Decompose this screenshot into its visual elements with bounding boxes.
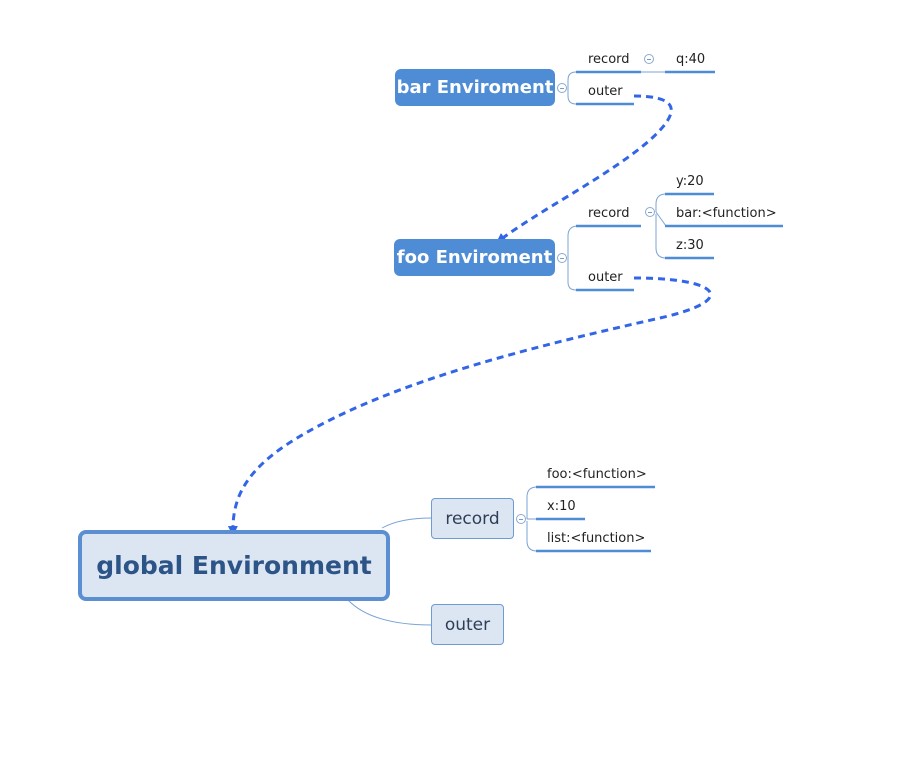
bar-record-label[interactable]: record: [588, 52, 630, 67]
bar-environment-node[interactable]: bar Enviroment: [395, 69, 555, 106]
foo-environment-node[interactable]: foo Enviroment: [394, 239, 555, 276]
foo-record-item[interactable]: y:20: [676, 174, 704, 189]
global-environment-node[interactable]: global Environment: [78, 530, 390, 601]
bar-outer-to-foo-arrow: [495, 94, 673, 243]
global-record-item[interactable]: x:10: [547, 499, 576, 514]
foo-record-item[interactable]: bar:<function>: [676, 206, 777, 221]
global-outer-node[interactable]: outer: [431, 604, 504, 645]
foo-env-branches: [567, 192, 783, 292]
global-env-branches: [347, 485, 655, 626]
global-outer-label: outer: [444, 614, 491, 635]
global-record-item[interactable]: list:<function>: [547, 531, 646, 546]
global-record-collapse-icon[interactable]: [516, 514, 526, 524]
foo-outer-to-global-arrow: [227, 276, 712, 536]
global-record-node[interactable]: record: [431, 498, 514, 539]
foo-environment-title: foo Enviroment: [396, 247, 553, 268]
bar-record-collapse-icon[interactable]: [644, 54, 654, 64]
foo-record-label[interactable]: record: [588, 206, 630, 221]
foo-collapse-icon[interactable]: [557, 253, 567, 263]
bar-collapse-icon[interactable]: [557, 83, 567, 93]
global-record-label: record: [445, 508, 500, 529]
bar-env-branches: [567, 70, 715, 106]
foo-record-collapse-icon[interactable]: [645, 207, 655, 217]
global-environment-title: global Environment: [96, 551, 372, 580]
bar-environment-title: bar Enviroment: [396, 77, 554, 98]
foo-outer-label[interactable]: outer: [588, 270, 623, 285]
foo-record-item[interactable]: z:30: [676, 238, 704, 253]
bar-record-item[interactable]: q:40: [676, 52, 706, 67]
bar-outer-label[interactable]: outer: [588, 84, 623, 99]
global-record-item[interactable]: foo:<function>: [547, 467, 647, 482]
